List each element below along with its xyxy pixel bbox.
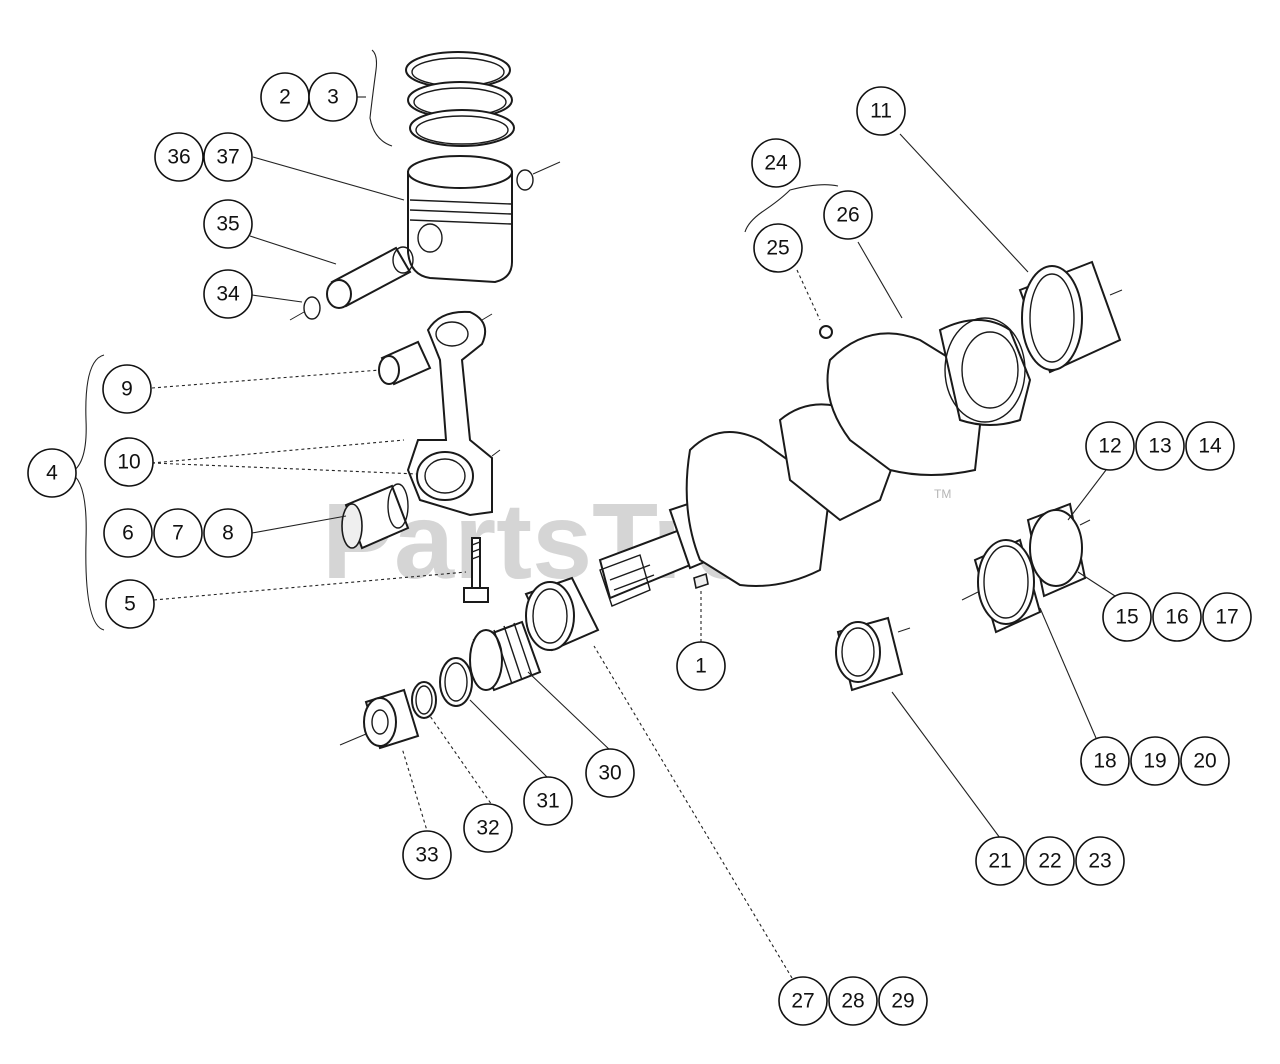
bushing-21 [835, 616, 911, 692]
callout-14: 14 [1185, 421, 1235, 471]
svg-text:30: 30 [598, 762, 621, 785]
svg-text:28: 28 [841, 990, 864, 1013]
callout-2: 2 [260, 72, 310, 122]
washers [411, 657, 473, 719]
parts-drawing [289, 51, 1123, 750]
rod-bolt [463, 537, 489, 603]
callout-11: 11 [856, 86, 906, 136]
svg-text:35: 35 [216, 213, 239, 236]
ball [819, 325, 833, 339]
callout-29: 29 [878, 976, 928, 1026]
svg-text:37: 37 [216, 146, 239, 169]
callout-17: 17 [1202, 592, 1252, 642]
svg-text:8: 8 [222, 522, 234, 545]
callout-20: 20 [1180, 736, 1230, 786]
callout-6: 6 [103, 508, 153, 558]
callout-31: 31 [523, 776, 573, 826]
rod-bearing-shells [341, 483, 410, 550]
callout-27: 27 [778, 976, 828, 1026]
svg-text:7: 7 [172, 522, 184, 545]
svg-text:32: 32 [476, 817, 499, 840]
callout-35: 35 [203, 199, 253, 249]
svg-text:12: 12 [1098, 435, 1121, 458]
callout-1: 1 [676, 641, 726, 691]
callout-36: 36 [154, 132, 204, 182]
svg-text:17: 17 [1215, 606, 1238, 629]
callout-24: 24 [751, 138, 801, 188]
watermark-trademark: TM [934, 487, 951, 501]
leader-lines [68, 49, 1116, 979]
callout-8: 8 [203, 508, 253, 558]
callout-33: 33 [402, 830, 452, 880]
callout-15: 15 [1102, 592, 1152, 642]
callout-26: 26 [823, 190, 873, 240]
callout-25: 25 [753, 223, 803, 273]
callout-34: 34 [203, 269, 253, 319]
svg-text:23: 23 [1088, 850, 1111, 873]
svg-text:22: 22 [1038, 850, 1061, 873]
svg-text:15: 15 [1115, 606, 1138, 629]
oil-seal [339, 688, 420, 750]
svg-text:4: 4 [46, 462, 58, 485]
svg-text:26: 26 [836, 204, 859, 227]
callout-16: 16 [1152, 592, 1202, 642]
svg-text:21: 21 [988, 850, 1011, 873]
small-end-bushing [378, 340, 432, 386]
main-bearing-large [1018, 260, 1123, 374]
svg-text:13: 13 [1148, 435, 1171, 458]
piston-pin [326, 246, 414, 309]
piston-pin-clips [289, 161, 561, 321]
svg-text:19: 19 [1143, 750, 1166, 773]
callout-4: 4 [27, 448, 77, 498]
svg-text:1: 1 [695, 655, 707, 678]
main-bearing-shells [961, 502, 1091, 634]
svg-text:25: 25 [766, 237, 789, 260]
callout-19: 19 [1130, 736, 1180, 786]
callout-18: 18 [1080, 736, 1130, 786]
svg-text:9: 9 [121, 378, 133, 401]
callout-37: 37 [203, 132, 253, 182]
crankshaft [598, 317, 1032, 607]
connecting-rod [406, 310, 501, 517]
svg-text:6: 6 [122, 522, 134, 545]
svg-text:14: 14 [1198, 435, 1222, 458]
svg-text:2: 2 [279, 86, 291, 109]
svg-text:33: 33 [415, 844, 438, 867]
svg-text:11: 11 [870, 100, 892, 123]
svg-text:31: 31 [536, 790, 559, 813]
svg-text:10: 10 [117, 451, 140, 474]
svg-text:18: 18 [1093, 750, 1116, 773]
callout-28: 28 [828, 976, 878, 1026]
callout-30: 30 [585, 748, 635, 798]
callout-5: 5 [105, 579, 155, 629]
callout-3: 3 [308, 72, 358, 122]
bearing-27 [524, 576, 600, 652]
callout-13: 13 [1135, 421, 1185, 471]
callout-9: 9 [102, 364, 152, 414]
piston-rings [405, 51, 515, 147]
crank-gear [469, 620, 542, 692]
callout-21: 21 [975, 836, 1025, 886]
callout-10: 10 [104, 437, 154, 487]
callout-12: 12 [1085, 421, 1135, 471]
callout-22: 22 [1025, 836, 1075, 886]
piston [407, 155, 513, 284]
svg-text:27: 27 [791, 990, 814, 1013]
svg-text:24: 24 [764, 152, 788, 175]
woodruff-key [693, 572, 709, 590]
callout-23: 23 [1075, 836, 1125, 886]
svg-text:29: 29 [891, 990, 914, 1013]
svg-text:34: 34 [216, 283, 240, 306]
callout-32: 32 [463, 803, 513, 853]
svg-text:20: 20 [1193, 750, 1216, 773]
callout-7: 7 [153, 508, 203, 558]
svg-text:16: 16 [1165, 606, 1188, 629]
svg-text:3: 3 [327, 86, 339, 109]
svg-text:36: 36 [167, 146, 190, 169]
svg-text:5: 5 [124, 593, 136, 616]
